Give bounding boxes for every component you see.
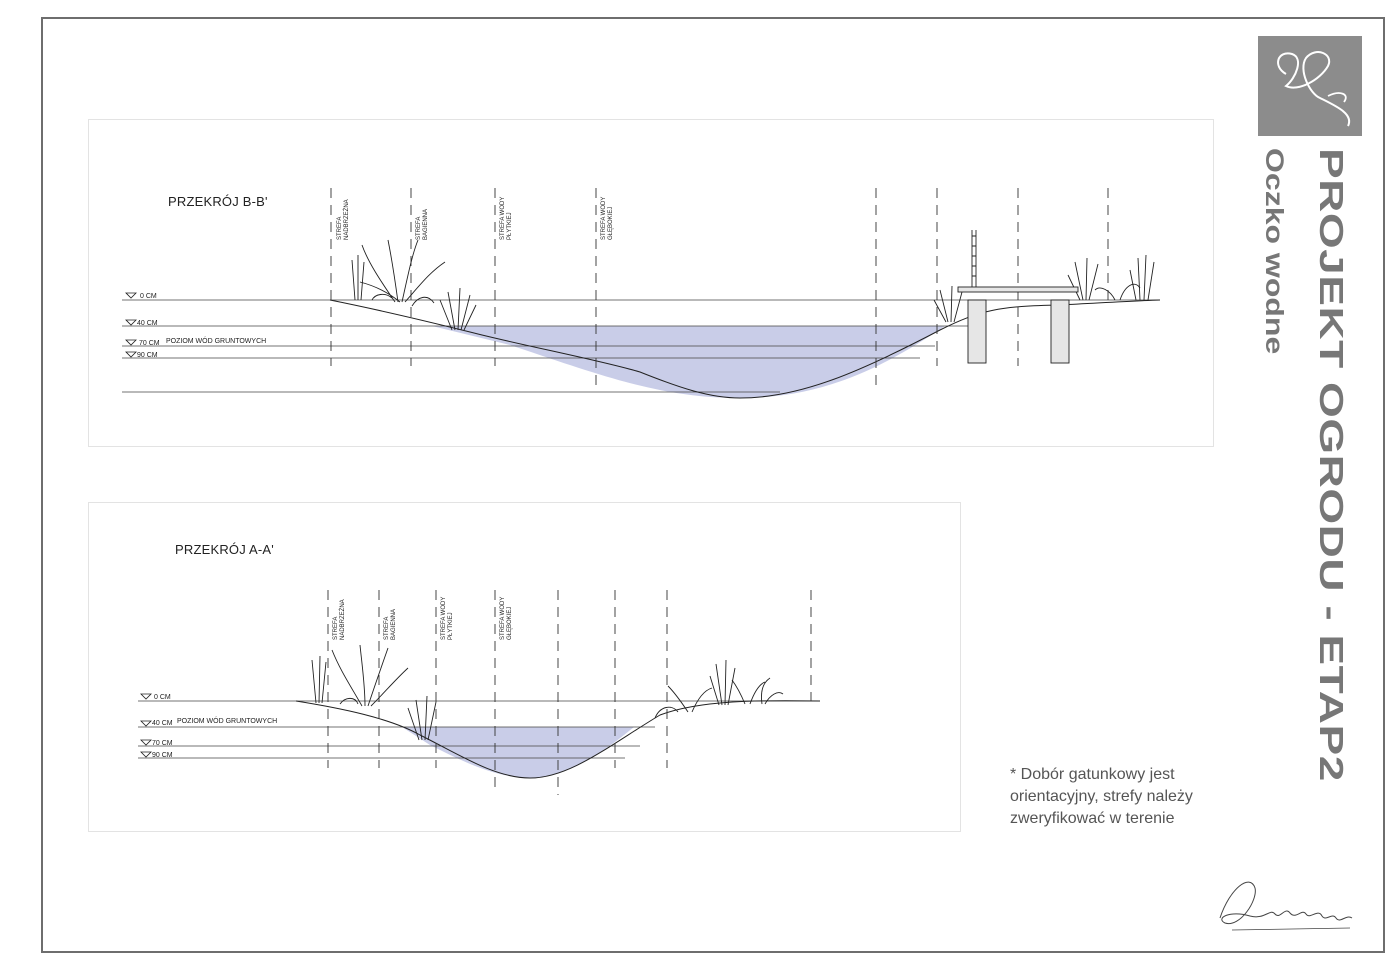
aa-zone-3-l2: PŁYTKIEJ [448,612,454,640]
bb-level-90: 90 CM [137,352,158,359]
signature [1219,881,1353,931]
section-bb-title: PRZEKRÓJ B-B' [168,194,268,209]
bb-zone-2-l2: BAGIENNA [423,209,429,240]
bb-zone-4-l1: STREFA WODY [601,197,607,240]
bb-level-70: 70 CM [139,340,160,347]
aa-level-40: 40 CM [152,720,173,727]
bb-groundwater-label: POZIOM WÓD GRUNTOWYCH [166,336,266,345]
aa-zone-4-l1: STREFA WODY [500,597,506,640]
bb-zone-3-l2: PŁYTKIEJ [507,212,513,240]
bb-zone-2-l1: STREFA [416,217,422,240]
aa-level-0: 0 CM [154,694,171,701]
bb-zone-4-l2: GŁĘBOKIEJ [608,207,614,240]
bb-zone-1-l2: NADBRZEŻNA [343,199,350,240]
aa-zone-2-l2: BAGIENNA [391,609,397,640]
studio-logo [1258,36,1362,136]
aa-ground-profile [295,700,821,779]
species-note: * Dobór gatunkowy jest orientacyjny, str… [1010,766,1193,827]
aa-plants-right [654,659,784,719]
bb-zone-1-l1: STREFA [337,217,343,240]
bb-water [432,326,945,398]
project-title: PROJEKT OGRODU - ETAP2 [1312,148,1351,782]
bb-plants-right [933,254,1155,323]
aa-zone-4-l2: GŁĘBOKIEJ [507,607,513,640]
aa-level-90: 90 CM [152,752,173,759]
project-subtitle: Oczko wodne [1260,148,1289,355]
section-aa-title: PRZEKRÓJ A-A' [175,542,274,557]
aa-plants-left [311,644,437,741]
aa-level-70: 70 CM [152,740,173,747]
aa-zone-2-l1: STREFA [384,617,390,640]
bb-pier [957,230,1079,364]
aa-zone-1-l1: STREFA [333,617,339,640]
bb-plants-left [351,239,477,331]
logo-monogram-icon [1277,51,1351,127]
title-block [1258,36,1362,776]
sheet-frame [41,17,1385,953]
aa-zone-1-l2: NADBRZEŻNA [339,599,346,640]
aa-zone-3-l1: STREFA WODY [441,597,447,640]
bb-level-0: 0 CM [140,293,157,300]
aa-groundwater-label: POZIOM WÓD GRUNTOWYCH [177,716,277,725]
bb-zone-3-l1: STREFA WODY [500,197,506,240]
bb-level-40: 40 CM [137,320,158,327]
